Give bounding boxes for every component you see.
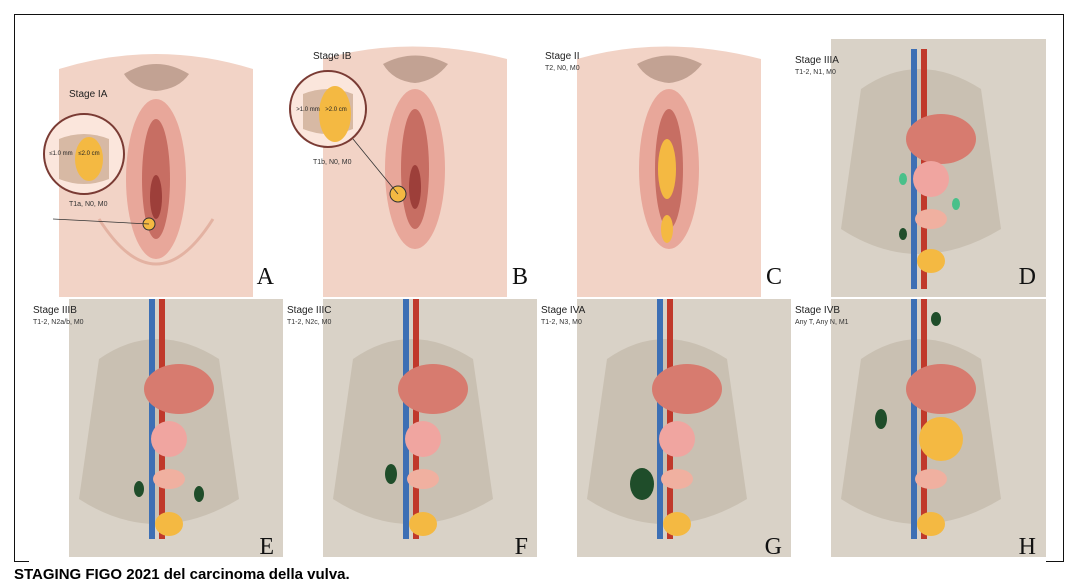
- inset-size-label: >2.0 cm: [325, 107, 347, 113]
- panel-a: Stage IA ≤1.0 mm ≤2.0 cm T1a, N0, M0 A: [29, 29, 284, 297]
- figure-caption: STAGING FIGO 2021 del carcinoma della vu…: [14, 566, 350, 583]
- panel-e: Stage IIIB T1-2, N2a/b, M0 E: [29, 299, 284, 567]
- panel-letter: E: [259, 534, 274, 560]
- stage-label: Stage II: [545, 51, 580, 62]
- vulva-illustration-b: [289, 46, 507, 297]
- panel-letter: G: [764, 534, 782, 560]
- pelvis-illustration-d: [831, 39, 1046, 297]
- vulva-illustration-c: [577, 46, 761, 297]
- stage-label: Stage IA: [69, 89, 108, 100]
- tnm-label: T1-2, N2c, M0: [287, 319, 332, 326]
- panel-letter: D: [1018, 264, 1036, 290]
- panel-letter: F: [514, 534, 528, 560]
- pelvis-illustration-h: [831, 299, 1046, 557]
- tnm-label: T1b, N0, M0: [313, 159, 352, 166]
- pelvis-illustration-f: [323, 299, 538, 557]
- vulva-illustration-a: [43, 54, 253, 297]
- panel-f: Stage IIIC T1-2, N2c, M0 F: [283, 299, 538, 567]
- stage-label: Stage IIIB: [33, 305, 77, 316]
- stage-label: Stage IVA: [541, 305, 586, 316]
- tnm-label: T1-2, N2a/b, M0: [33, 319, 84, 326]
- tnm-label: T1a, N0, M0: [69, 201, 108, 208]
- panel-c: Stage II T2, N0, M0 C: [537, 29, 792, 297]
- panel-b: Stage IB >1.0 mm >2.0 cm T1b, N0, M0 B: [283, 29, 538, 297]
- tnm-label: Any T, Any N, M1: [795, 319, 849, 326]
- pelvis-illustration-g: [577, 299, 792, 557]
- stage-label: Stage IIIA: [795, 55, 839, 66]
- tnm-label: T2, N0, M0: [545, 65, 580, 72]
- panel-letter: H: [1018, 534, 1036, 560]
- stage-label: Stage IIIC: [287, 305, 332, 316]
- inset-depth-label: ≤1.0 mm: [49, 151, 73, 157]
- tnm-label: T1-2, N1, M0: [795, 69, 836, 76]
- panel-h: Stage IVB Any T, Any N, M1 H: [791, 299, 1046, 567]
- pelvis-illustration-e: [69, 299, 284, 557]
- inset-depth-label: >1.0 mm: [296, 107, 320, 113]
- panel-letter: B: [511, 264, 528, 290]
- stage-label: Stage IVB: [795, 305, 841, 316]
- inset-size-label: ≤2.0 cm: [78, 151, 100, 157]
- panel-letter: A: [256, 264, 274, 290]
- stage-label: Stage IB: [313, 51, 352, 62]
- panel-d: Stage IIIA T1-2, N1, M0 D: [791, 29, 1046, 297]
- figure-frame: Stage IA ≤1.0 mm ≤2.0 cm T1a, N0, M0 A S…: [14, 14, 1064, 567]
- tnm-label: T1-2, N3, M0: [541, 319, 582, 326]
- panel-letter: C: [765, 264, 782, 290]
- panel-g: Stage IVA T1-2, N3, M0 G: [537, 299, 792, 567]
